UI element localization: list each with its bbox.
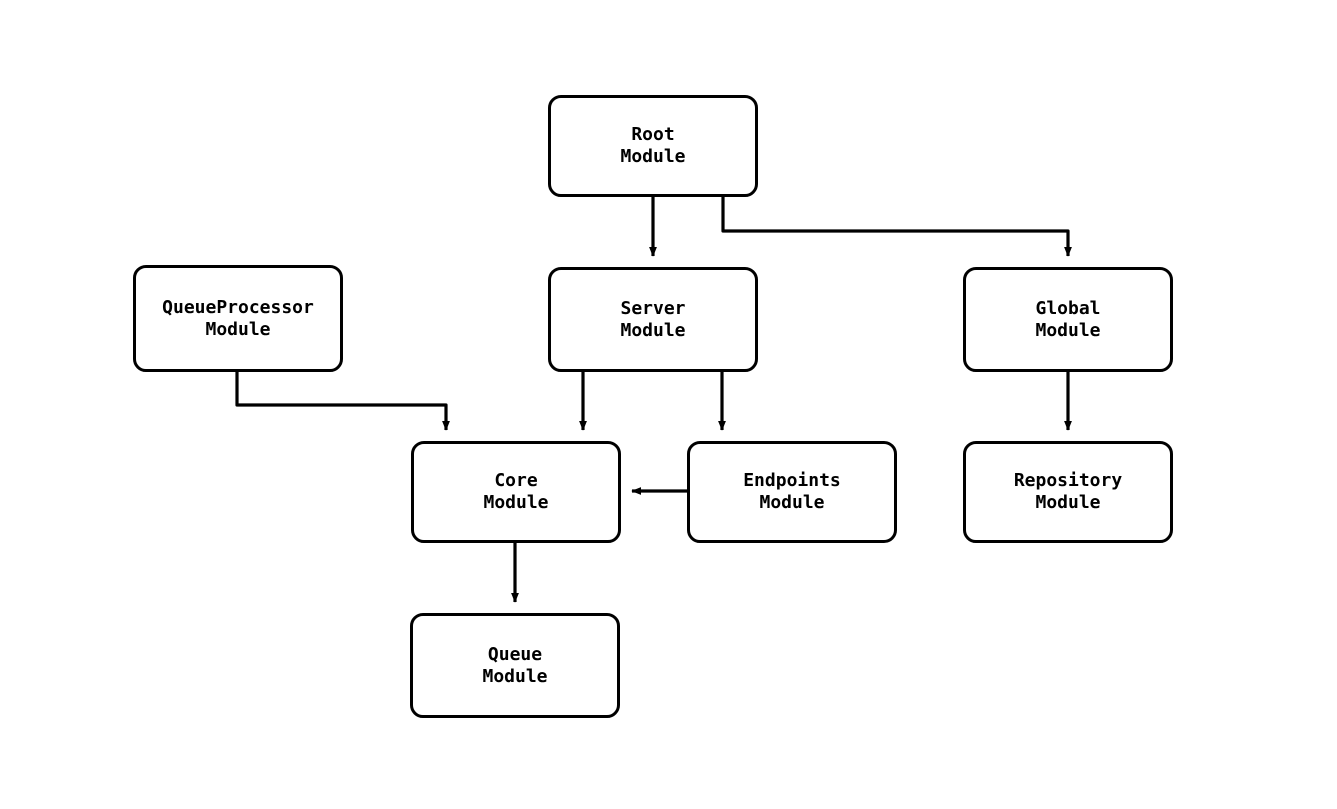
node-core-module[interactable]: Core Module xyxy=(411,441,621,543)
node-queue-module-label-line2: Module xyxy=(482,665,548,687)
node-root-module-label-line2: Module xyxy=(620,146,686,167)
edge-root-to-global xyxy=(721,197,1072,257)
node-repository-module-label-line1: Repository xyxy=(1013,470,1123,491)
node-global-module-label-line2: Module xyxy=(1035,319,1101,341)
node-endpoints-module-label-line2: Module xyxy=(759,492,825,513)
node-server-module[interactable]: Server Module xyxy=(548,267,758,372)
node-server-module-label-line1: Server xyxy=(620,297,686,319)
node-repository-module-label-line2: Module xyxy=(1035,492,1101,513)
node-root-module[interactable]: Root Module xyxy=(548,95,758,197)
node-queueprocessor-module[interactable]: QueueProcessor Module xyxy=(133,265,343,372)
node-queueprocessor-module-label-line2: Module xyxy=(205,318,271,340)
node-root-module-label-line1: Root xyxy=(631,124,675,145)
node-queue-module[interactable]: Queue Module xyxy=(410,613,620,718)
edge-queueprocessor-to-core xyxy=(235,372,450,431)
node-global-module[interactable]: Global Module xyxy=(963,267,1173,372)
node-core-module-label-line1: Core xyxy=(494,470,538,491)
node-endpoints-module-label-line1: Endpoints xyxy=(743,470,841,491)
node-queue-module-label-line1: Queue xyxy=(487,643,543,665)
node-global-module-label-line1: Global xyxy=(1035,297,1101,319)
node-server-module-label-line2: Module xyxy=(620,319,686,341)
node-core-module-label-line2: Module xyxy=(483,492,549,513)
node-endpoints-module[interactable]: Endpoints Module xyxy=(687,441,897,543)
node-queueprocessor-module-label-line1: QueueProcessor xyxy=(162,296,314,318)
node-repository-module[interactable]: Repository Module xyxy=(963,441,1173,543)
